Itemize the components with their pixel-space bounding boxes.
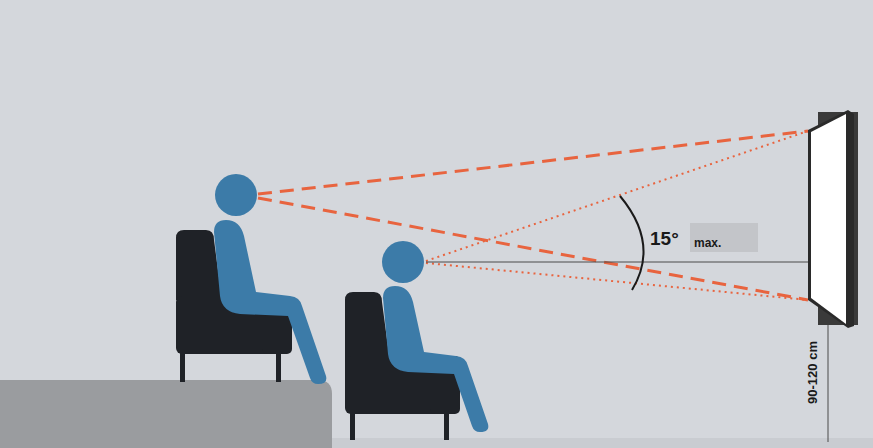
angle-value: 15° bbox=[650, 229, 679, 248]
label-patch bbox=[690, 223, 758, 252]
sight-lines bbox=[258, 131, 808, 300]
person bbox=[382, 241, 488, 432]
angle-arc bbox=[620, 196, 644, 290]
dimension-label: 90-120 cm bbox=[805, 341, 818, 404]
platform bbox=[0, 380, 332, 448]
eye-level-line bbox=[426, 262, 830, 263]
person bbox=[214, 174, 326, 384]
tv-screen bbox=[808, 110, 858, 328]
angle-qualifier: max. bbox=[694, 237, 721, 249]
